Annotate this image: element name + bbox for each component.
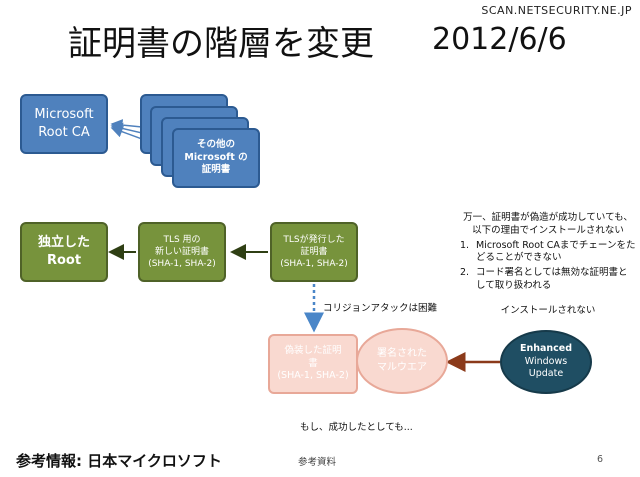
tls-new-cert-line-2: 新しい証明書	[154, 246, 209, 257]
enhanced-update-line-2: Windows	[524, 355, 568, 367]
page-number: 6	[597, 454, 604, 465]
notes-item-1: 1. Microsoft Root CAまでチェーンをた どることができない	[460, 240, 636, 266]
independent-root-box: 独立した Root	[20, 222, 108, 282]
enhanced-windows-update-circle: Enhanced Windows Update	[500, 330, 592, 394]
tls-issued-cert-line-2: 証明書	[300, 246, 328, 257]
other-certs-line-3: 証明書	[201, 164, 231, 176]
tls-issued-cert-line-3: (SHA-1, SHA-2)	[280, 259, 348, 270]
notes-conclusion: インストールされない	[500, 304, 596, 316]
notes-item-2-num: 2.	[460, 267, 470, 279]
forged-cert-box: 偽装した証明 書 (SHA-1, SHA-2)	[268, 334, 358, 394]
independent-root-line-1: 独立した	[37, 234, 90, 250]
watermark: SCAN.NETSECURITY.NE.JP	[481, 4, 632, 17]
notes-item-2-line-2: して取り扱われる	[476, 280, 552, 292]
microsoft-root-ca-box: Microsoft Root CA	[20, 94, 108, 154]
notes-intro-line-1: 万一、証明書が偽造が成功していても、	[463, 212, 633, 223]
forged-cert-line-3: (SHA-1, SHA-2)	[277, 370, 349, 382]
notes-block: 万一、証明書が偽造が成功していても、 以下の理由でインストールされない 1. M…	[460, 212, 636, 318]
signed-malware-circle: 署名された マルウエア	[356, 328, 448, 394]
root-ca-line-1: Microsoft	[34, 107, 94, 123]
notes-item-2: 2. コード署名としては無効な証明書と して取り扱われる	[460, 267, 636, 293]
other-certs-line-2: Microsoft の	[184, 151, 248, 163]
forged-cert-line-1: 偽装した証明	[284, 344, 342, 356]
notes-item-1-line-2: どることができない	[476, 252, 562, 264]
notes-item-2-line-1: コード署名としては無効な証明書と	[476, 267, 628, 279]
footer-center: 参考資料	[298, 457, 337, 468]
notes-item-1-num: 1.	[460, 239, 470, 251]
other-certs-line-1: その他の	[196, 138, 235, 150]
signed-malware-line-1: 署名された	[377, 348, 427, 359]
notes-item-1-line-1: Microsoft Root CAまでチェーンをた	[476, 239, 636, 251]
collision-label: コリジョンアタックは困難	[323, 303, 438, 314]
signed-malware-line-2: マルウエア	[377, 362, 427, 373]
tls-new-cert-line-1: TLS 用の	[163, 234, 201, 245]
page-title: 証明書の階層を変更	[68, 24, 374, 64]
footer-reference: 参考情報: 日本マイクロソフト	[16, 452, 222, 470]
tls-new-cert-line-3: (SHA-1, SHA-2)	[148, 259, 216, 270]
tls-issued-cert-line-1: TLSが発行した	[283, 234, 345, 245]
enhanced-update-line-1: Enhanced	[519, 342, 573, 354]
forged-cert-line-2: 書	[308, 357, 318, 369]
enhanced-update-line-3: Update	[528, 368, 564, 380]
root-ca-line-2: Root CA	[38, 125, 90, 140]
page-date: 2012/6/6	[432, 22, 567, 57]
independent-root-line-2: Root	[46, 253, 82, 268]
caption: もし、成功したとしても...	[300, 422, 413, 433]
other-microsoft-certs-box: その他の Microsoft の 証明書	[172, 128, 260, 188]
notes-intro-line-2: 以下の理由でインストールされない	[472, 224, 624, 236]
tls-issued-cert-box: TLSが発行した 証明書 (SHA-1, SHA-2)	[270, 222, 358, 282]
tls-new-cert-box: TLS 用の 新しい証明書 (SHA-1, SHA-2)	[138, 222, 226, 282]
